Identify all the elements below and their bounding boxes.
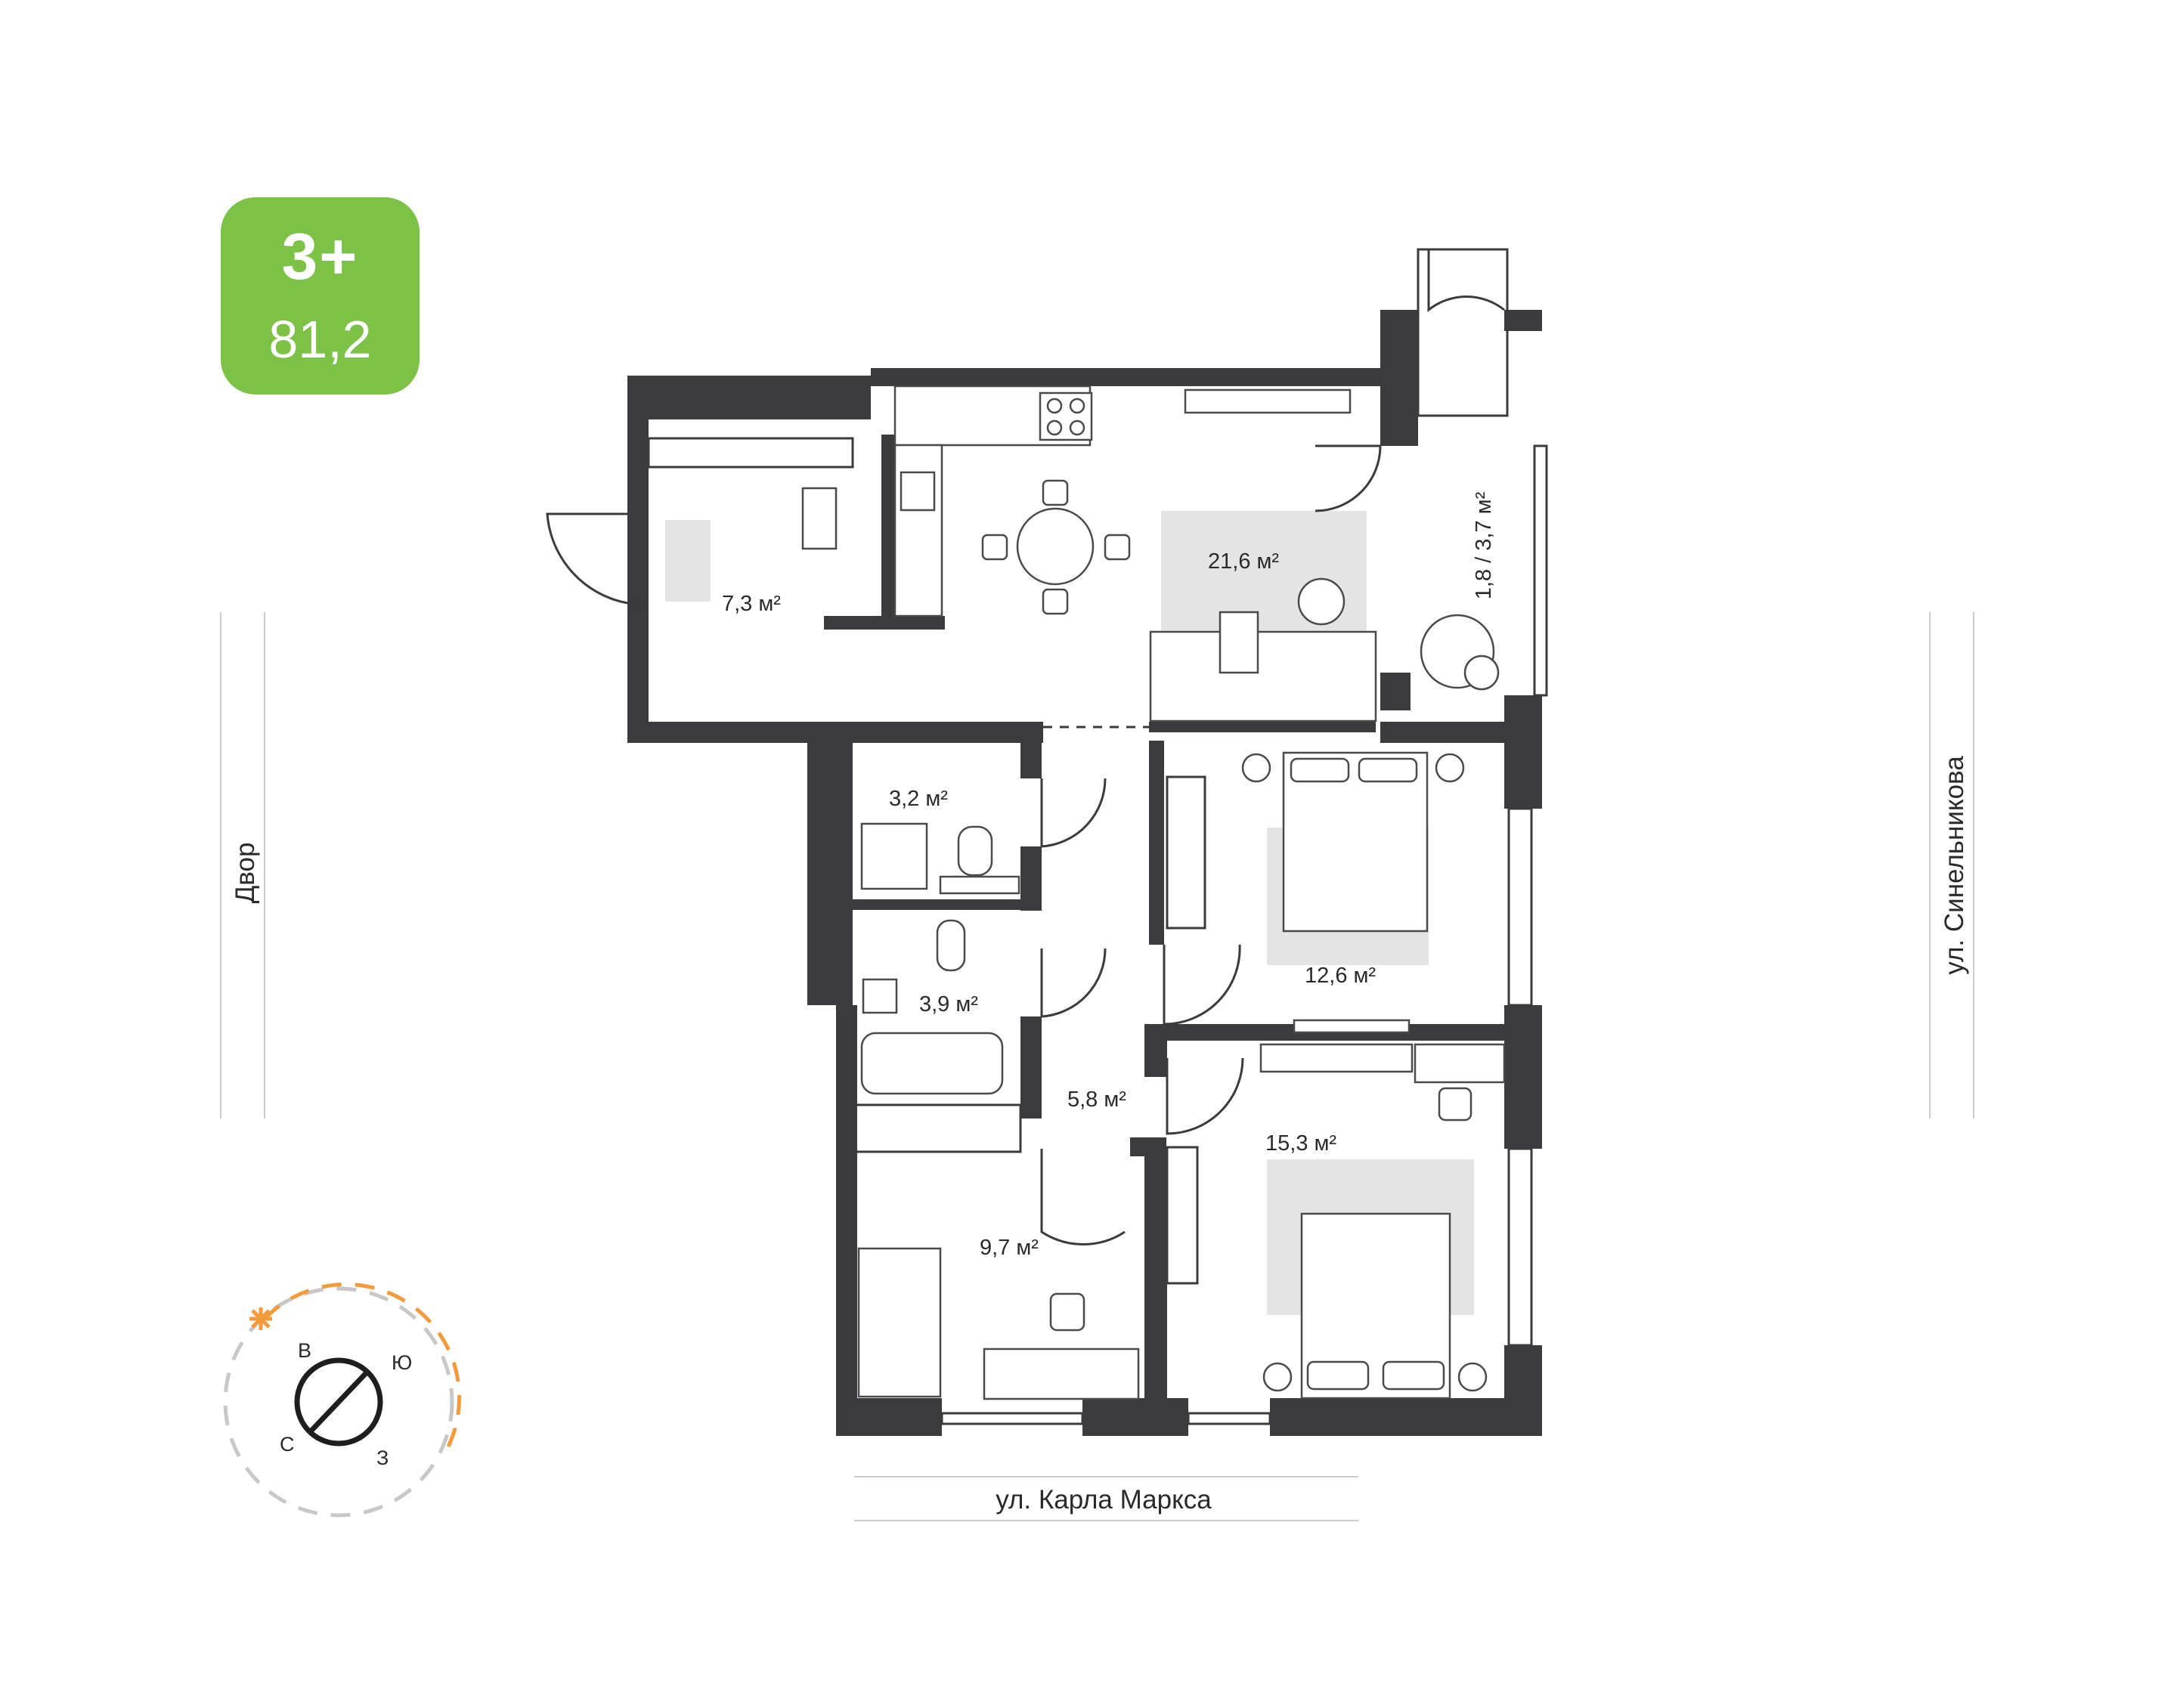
room-area-corridor: 5,8 м²: [1067, 1088, 1126, 1112]
total-area: 81,2: [268, 310, 372, 369]
wc-fixtures: [860, 822, 1020, 895]
room-area-kitchen-living: 21,6 м²: [1208, 549, 1279, 574]
room-area-bedroom-2: 15,3 м²: [1265, 1131, 1336, 1156]
compass: С В Ю З: [223, 1283, 462, 1518]
rug-hall: [665, 520, 711, 602]
street-east: ул. Синельникова: [1929, 612, 1974, 1119]
sofa: [1149, 630, 1377, 722]
compass-west: З: [376, 1447, 389, 1469]
room-area-bedroom-3: 9,7 м²: [980, 1236, 1039, 1260]
bathtub: [860, 1032, 1004, 1095]
room-count: 3+: [281, 221, 359, 293]
living-room-furniture: [1149, 577, 1377, 722]
bedroom-1-furniture: [1241, 751, 1465, 1034]
compass-north: С: [280, 1433, 295, 1456]
window-strips: [647, 437, 1548, 1425]
street-yard: Двор: [220, 612, 265, 1119]
shoe-rack: [801, 487, 838, 550]
desk: [983, 1348, 1140, 1400]
balcony: [1417, 248, 1509, 691]
bedroom-3-furniture: [857, 1247, 1140, 1400]
sun-icon: [249, 1307, 272, 1330]
room-area-balcony: 1,8 / 3,7 м²: [1472, 491, 1496, 599]
hall: [546, 487, 838, 606]
bed: [1282, 751, 1429, 933]
street-south-label: ул. Карла Маркса: [996, 1485, 1212, 1515]
compass-south: Ю: [392, 1351, 412, 1374]
compass-east: В: [298, 1339, 311, 1362]
room-area-wc: 3,2 м²: [889, 787, 948, 811]
bed: [857, 1247, 942, 1398]
room-area-hall: 7,3 м²: [722, 592, 781, 616]
walls: [627, 310, 1542, 1436]
sink-icon: [900, 471, 936, 512]
street-east-label: ул. Синельникова: [1940, 756, 1969, 975]
apartment-badge: 3+ 81,2: [221, 197, 420, 395]
room-area-bathroom: 3,9 м²: [919, 992, 978, 1016]
room-area-bedroom-1: 12,6 м²: [1305, 964, 1376, 988]
bathroom-fixtures: [860, 919, 1004, 1095]
street-south: ул. Карла Маркса: [854, 1476, 1358, 1521]
doors: [1040, 249, 1505, 1245]
street-yard-label: Двор: [231, 843, 260, 904]
dining-table: [1016, 507, 1095, 586]
kitchen: [893, 385, 1352, 617]
stove-icon: [1039, 391, 1093, 441]
bedroom-2-furniture: [1259, 1043, 1506, 1400]
